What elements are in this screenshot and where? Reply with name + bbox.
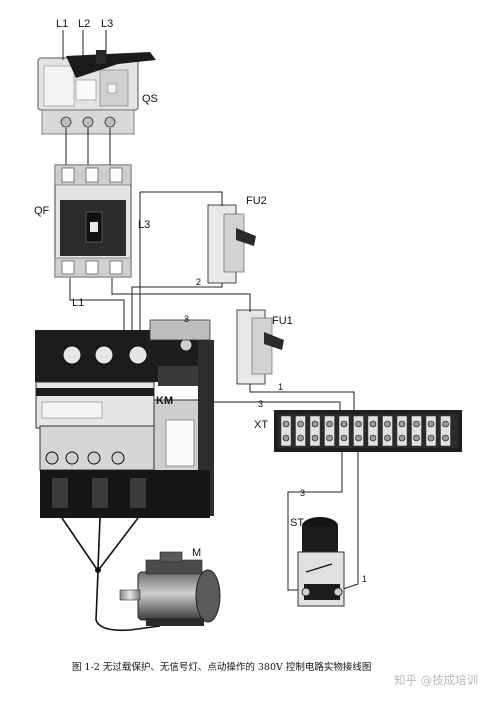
disconnect-switch-qs xyxy=(37,50,156,135)
xt-terminal xyxy=(382,415,393,447)
xt-terminal-screw xyxy=(413,420,420,428)
xt-terminal-screw xyxy=(326,434,333,442)
xt-terminal xyxy=(411,415,422,447)
label-l1-top: L1 xyxy=(56,18,68,30)
xt-terminal-screw xyxy=(413,434,420,442)
wire-number-3-xt: 3 xyxy=(258,399,263,409)
figure-caption: 图 1-2 无过载保护、无信号灯、点动操作的 380V 控制电路实物接线图 xyxy=(0,657,498,679)
xt-terminal-screw xyxy=(355,420,362,428)
xt-terminal-screw xyxy=(340,420,348,428)
xt-terminal-screw xyxy=(398,420,406,428)
label-km: KM xyxy=(156,395,173,407)
xt-terminal-screw xyxy=(282,420,290,428)
label-fu2: FU2 xyxy=(246,195,267,207)
label-qf: QF xyxy=(34,205,50,217)
xt-terminal-screw xyxy=(326,420,333,428)
contactor-km xyxy=(35,319,214,518)
motor-m xyxy=(119,551,221,626)
xt-terminal xyxy=(440,415,451,447)
xt-terminal xyxy=(353,415,364,447)
xt-terminal xyxy=(425,415,437,447)
wire-number-1-fu1: 1 xyxy=(278,382,283,392)
wire-number-3-km: 3 xyxy=(184,314,189,324)
xt-terminal xyxy=(309,415,321,447)
xt-terminal-screw xyxy=(311,434,319,442)
xt-terminal xyxy=(367,415,379,447)
fuse-fu2 xyxy=(207,204,256,284)
xt-terminal-screw xyxy=(427,434,435,442)
xt-terminal xyxy=(338,415,350,447)
xt-terminal-screw xyxy=(311,420,319,428)
xt-terminal-screw xyxy=(442,420,449,428)
xt-terminal-screw xyxy=(282,434,290,442)
circuit-breaker-qf xyxy=(54,164,132,278)
xt-terminal xyxy=(396,415,408,447)
label-l3-mid: L3 xyxy=(138,219,150,231)
label-st: ST xyxy=(290,517,304,529)
label-fu1: FU1 xyxy=(272,315,293,327)
label-l1-mid: L1 xyxy=(72,297,84,309)
watermark: 知乎 @技成培训 xyxy=(394,673,479,687)
xt-terminal-screw xyxy=(297,434,304,442)
xt-terminal-screw xyxy=(442,434,449,442)
label-l2-top: L2 xyxy=(78,18,90,30)
push-button-st xyxy=(297,517,345,607)
xt-terminal-screw xyxy=(340,434,348,442)
xt-terminal xyxy=(295,415,306,447)
terminal-block-xt xyxy=(274,410,462,452)
fuse-fu1 xyxy=(236,309,284,385)
xt-terminal-screw xyxy=(355,434,362,442)
label-qs: QS xyxy=(142,93,158,105)
xt-terminal-screw xyxy=(384,420,391,428)
label-xt: XT xyxy=(254,419,268,431)
caption-text: 图 1-2 无过载保护、无信号灯、点动操作的 380V 控制电路实物接线图 xyxy=(72,662,372,673)
label-m: M xyxy=(192,547,201,559)
wire-number-3-st: 3 xyxy=(300,488,305,498)
xt-terminal xyxy=(324,415,335,447)
xt-terminal-screw xyxy=(398,434,406,442)
xt-terminal-screw xyxy=(427,420,435,428)
xt-terminal-screw xyxy=(384,434,391,442)
xt-terminal-screw xyxy=(369,434,377,442)
wire-number-2: 2 xyxy=(196,277,201,287)
label-l3-top: L3 xyxy=(101,18,113,30)
wire-number-1-st: 1 xyxy=(362,574,367,584)
xt-terminal xyxy=(280,415,292,447)
xt-terminal-screw xyxy=(369,420,377,428)
xt-terminal-screw xyxy=(297,420,304,428)
